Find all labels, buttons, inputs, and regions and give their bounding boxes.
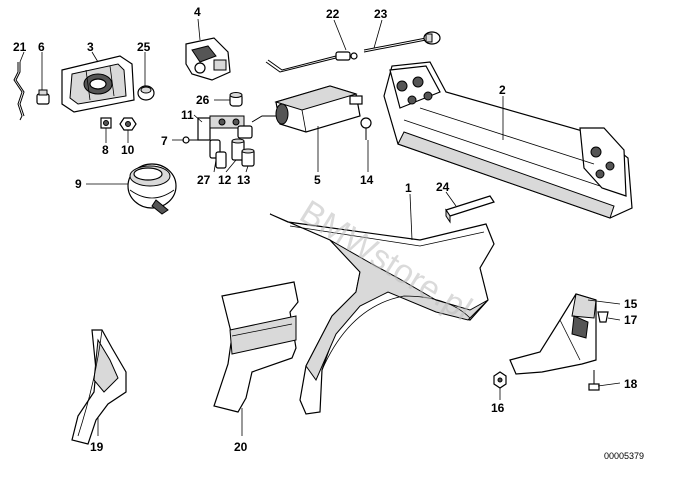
callout-6: 6 <box>38 40 45 54</box>
callout-13: 13 <box>237 173 251 187</box>
part-19-arch-section <box>71 329 127 445</box>
callout-22: 22 <box>326 7 340 21</box>
callout-7: 7 <box>161 134 168 148</box>
callout-19: 19 <box>90 440 104 454</box>
callout-26: 26 <box>196 93 210 107</box>
callout-14: 14 <box>360 173 374 187</box>
callout-24: 24 <box>436 180 450 194</box>
callout-23: 23 <box>374 7 388 21</box>
part-25-cap <box>137 85 155 101</box>
callout-3: 3 <box>87 40 94 54</box>
callout-15: 15 <box>624 297 638 311</box>
part-2-rear-member <box>383 61 633 219</box>
part-16-nut <box>493 371 507 389</box>
part-20-panel-section <box>213 281 299 413</box>
callout-25: 25 <box>137 40 151 54</box>
callout-1: 1 <box>405 181 412 195</box>
callout-20: 20 <box>234 440 248 454</box>
part-14-screw <box>360 117 372 140</box>
part-21-wire-clip <box>13 62 25 121</box>
callout-18: 18 <box>624 377 638 391</box>
part-18-screw <box>588 370 600 391</box>
part-5-actuator <box>274 85 363 133</box>
part-15-bracket <box>509 293 597 375</box>
part-27-sleeve <box>209 139 227 169</box>
callout-11: 11 <box>181 108 194 122</box>
part-13-sleeve <box>241 148 255 167</box>
part-7-screw <box>182 136 198 144</box>
part-17-clip <box>597 311 609 323</box>
callout-labels: 21 6 3 25 4 22 23 2 26 11 7 8 10 9 27 12… <box>13 5 638 454</box>
callout-5: 5 <box>314 173 321 187</box>
catalog-number: 00005379 <box>604 451 644 461</box>
part-3-fuel-flap-housing <box>61 55 135 113</box>
callout-9: 9 <box>75 177 82 191</box>
part-8-nut <box>100 117 112 129</box>
part-joint <box>237 115 276 139</box>
part-4-bracket <box>185 37 231 81</box>
leader-lines <box>19 18 621 436</box>
part-9-grommet <box>127 163 177 215</box>
callout-10: 10 <box>121 143 135 157</box>
callout-27: 27 <box>197 173 211 187</box>
part-10-nut <box>119 117 137 131</box>
callout-2: 2 <box>499 83 506 97</box>
part-24-bracket <box>445 195 495 224</box>
callout-4: 4 <box>194 5 201 19</box>
part-11-bracket <box>197 115 245 141</box>
callout-17: 17 <box>624 313 638 327</box>
callout-21: 21 <box>13 40 27 54</box>
part-6-clip <box>36 89 50 105</box>
callout-16: 16 <box>491 401 505 415</box>
callout-8: 8 <box>102 143 109 157</box>
callout-12: 12 <box>218 173 232 187</box>
part-1-side-panel <box>269 213 495 415</box>
part-22-cable <box>265 51 358 73</box>
part-26-bush <box>229 92 243 107</box>
